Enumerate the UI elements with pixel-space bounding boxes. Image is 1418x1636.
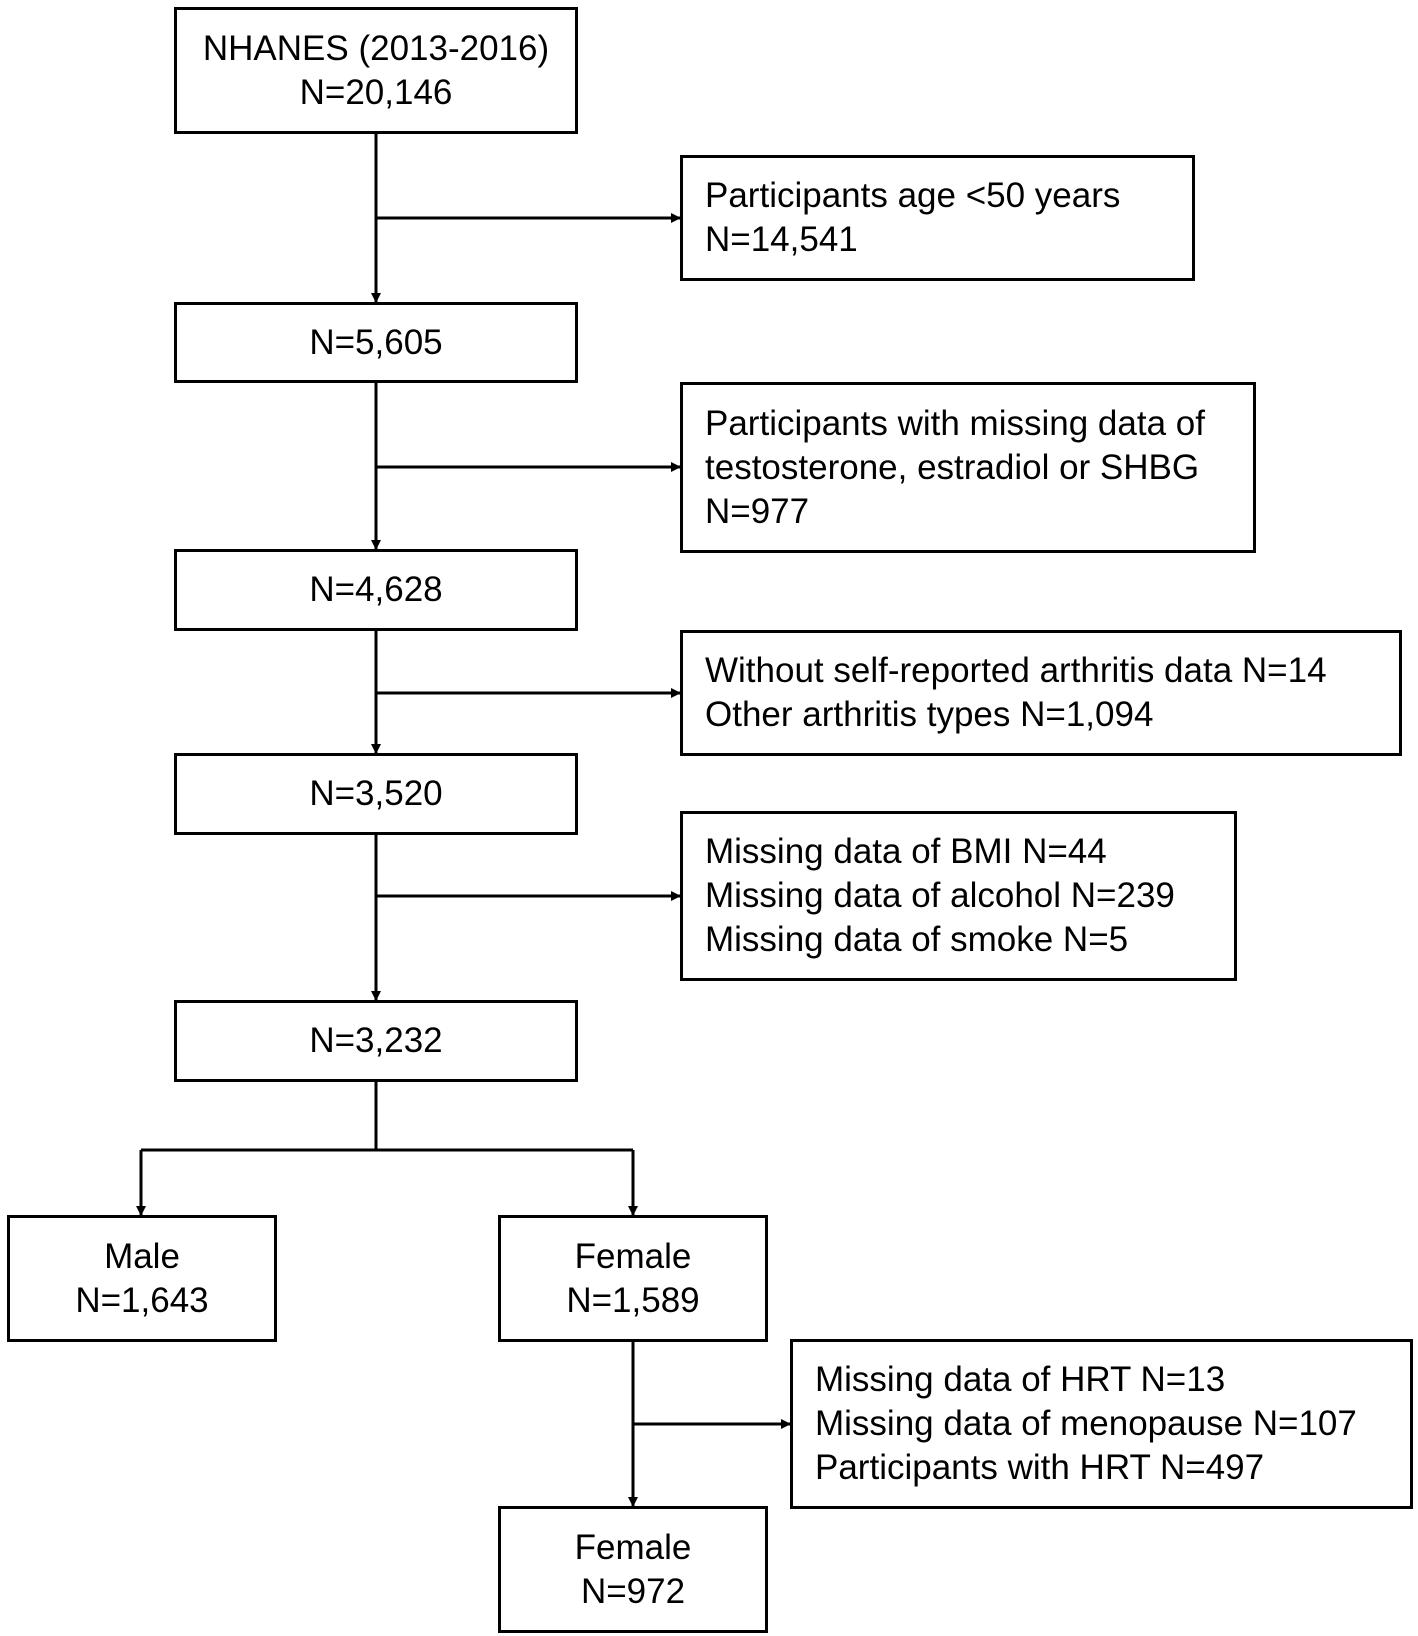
exclusion-line: Without self-reported arthritis data N=1… <box>705 651 1327 690</box>
node-line: Female <box>574 1527 692 1567</box>
node-female-final: Female N=972 <box>498 1506 768 1633</box>
node-line: N=20,146 <box>299 72 453 112</box>
exclusion-line: Missing data of HRT N=13 <box>815 1360 1226 1399</box>
node-female: Female N=1,589 <box>498 1215 768 1342</box>
exclusion-line: Missing data of smoke N=5 <box>705 920 1129 959</box>
exclusion-line: N=14,541 <box>705 220 858 259</box>
node-after-covariate-exclusion: N=3,232 <box>174 1000 578 1082</box>
exclusion-line: Missing data of BMI N=44 <box>705 832 1107 871</box>
exclusion-hormone-missing: Participants with missing data of testos… <box>680 382 1256 553</box>
node-line: N=972 <box>580 1571 686 1611</box>
exclusion-line: Participants with HRT N=497 <box>815 1448 1265 1487</box>
node-line: N=4,628 <box>309 570 443 609</box>
exclusion-hrt-menopause: Missing data of HRT N=13 Missing data of… <box>790 1339 1413 1509</box>
node-after-arthritis-exclusion: N=3,520 <box>174 753 578 835</box>
exclusion-line: testosterone, estradiol or SHBG <box>705 447 1200 487</box>
exclusion-line: Participants age <50 years <box>705 176 1121 215</box>
exclusion-line: Missing data of alcohol N=239 <box>705 876 1175 915</box>
node-line: N=3,232 <box>309 1021 443 1060</box>
node-line: Female <box>574 1236 692 1276</box>
node-after-hormone-exclusion: N=4,628 <box>174 549 578 631</box>
node-after-age-exclusion: N=5,605 <box>174 302 578 383</box>
exclusion-line: Other arthritis types N=1,094 <box>705 695 1154 734</box>
node-line: Male <box>104 1236 180 1276</box>
node-male: Male N=1,643 <box>7 1215 277 1342</box>
node-line: N=5,605 <box>309 322 443 362</box>
node-nhanes-total: NHANES (2013-2016) N=20,146 <box>174 7 578 134</box>
exclusion-covariates: Missing data of BMI N=44 Missing data of… <box>680 811 1237 981</box>
node-line: NHANES (2013-2016) <box>202 28 550 68</box>
exclusion-arthritis: Without self-reported arthritis data N=1… <box>680 630 1402 756</box>
node-line: N=3,520 <box>309 774 443 813</box>
exclusion-line: Missing data of menopause N=107 <box>815 1404 1357 1443</box>
node-line: N=1,643 <box>75 1280 209 1320</box>
exclusion-age: Participants age <50 years N=14,541 <box>680 155 1195 281</box>
exclusion-line: Participants with missing data of <box>705 403 1205 443</box>
node-line: N=1,589 <box>566 1280 700 1320</box>
exclusion-line: N=977 <box>705 491 810 531</box>
